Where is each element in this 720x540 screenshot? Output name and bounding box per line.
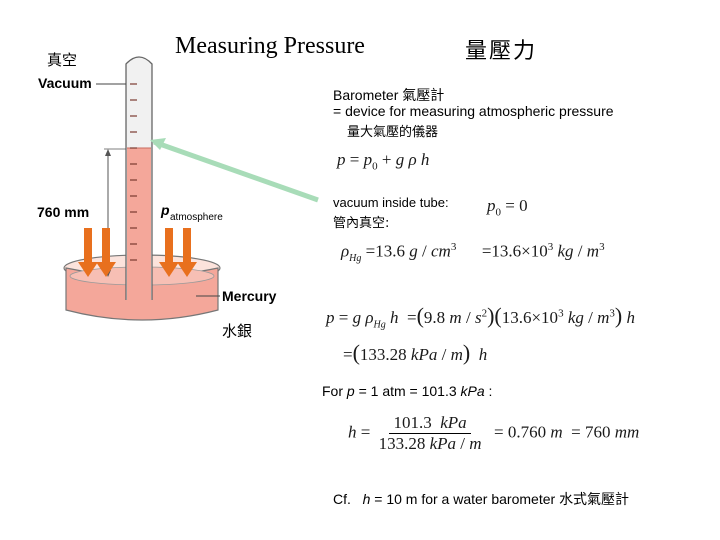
equation-mercury-density: ρHg =13.6 g / cm3 =13.6×103 kg / m3 <box>341 241 605 265</box>
page-title-chinese: 量壓力 <box>465 39 538 64</box>
equation-height-result: h = 101.3 kPa 133.28 kPa / m = 0.760 m =… <box>348 413 640 453</box>
barometer-pointer <box>153 139 319 203</box>
vacuum-inside-text-chinese: 管內真空: <box>333 216 390 231</box>
barometer-heading: Barometer 氣壓計 <box>333 87 445 103</box>
vacuum-label-chinese: 真空 <box>47 51 78 69</box>
mercury-label-chinese: 水銀 <box>222 322 253 340</box>
tube-scale <box>130 83 137 261</box>
for-p-line: For p = 1 atm = 101.3 kPa : <box>322 383 493 399</box>
barometer-diagram: Vacuum 760 mm p atmosphere Mercury <box>37 56 319 321</box>
p-atmosphere-label: p <box>160 202 170 218</box>
barometer-definition-chinese: 量大氣壓的儀器 <box>347 125 439 140</box>
equation-pressure-depth: p = p0 + g ρ h <box>337 150 430 173</box>
barometer-definition: = device for measuring atmospheric press… <box>333 103 614 119</box>
equation-pressure-mercury: p = g ρHg h =(9.8 m / s2)(13.6×103 kg / … <box>326 303 635 331</box>
equation-pressure-gradient: =(133.28 kPa / m) h <box>343 340 488 365</box>
height-label: 760 mm <box>37 204 89 220</box>
equation-p0-zero: p0 = 0 <box>487 196 528 219</box>
vacuum-inside-text: vacuum inside tube: <box>333 195 449 210</box>
page-title: Measuring Pressure <box>175 33 365 59</box>
vacuum-label: Vacuum <box>38 75 92 91</box>
p-atmosphere-subscript: atmosphere <box>170 212 223 223</box>
atmosphere-arrows <box>78 228 197 277</box>
water-barometer-note: Cf. h = 10 m for a water barometer 水式氣壓計 <box>333 491 630 508</box>
mercury-column <box>127 148 151 300</box>
mercury-label: Mercury <box>222 288 277 304</box>
